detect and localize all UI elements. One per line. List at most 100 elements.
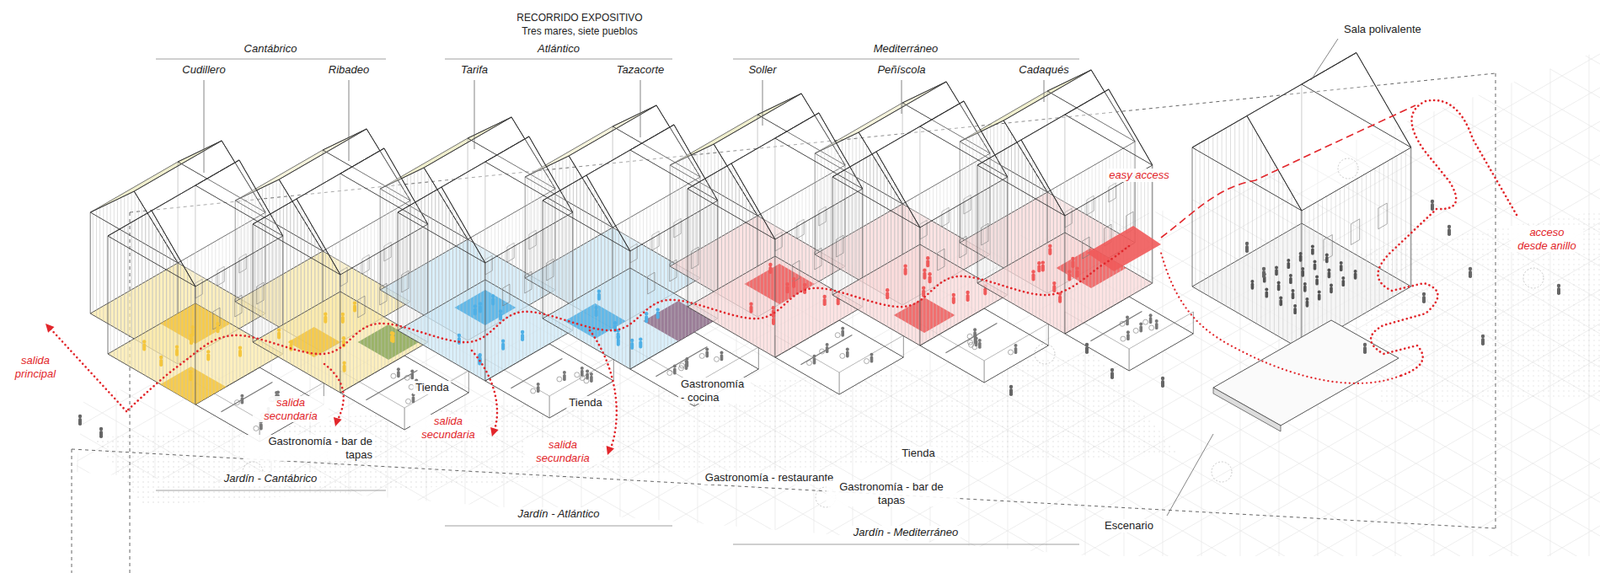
leader-line (348, 80, 350, 161)
wall-hatch (462, 224, 464, 369)
wall-hatch (239, 260, 241, 379)
grid-line (0, 0, 1600, 65)
wall-edge (194, 286, 196, 405)
wall-hatch (504, 251, 506, 370)
leader-line (640, 80, 642, 138)
grid-line (0, 16, 1600, 573)
person-body (277, 331, 281, 340)
wall-hatch (246, 256, 248, 375)
person-head (922, 268, 926, 273)
wall-hatch (717, 171, 719, 325)
wall-hatch (684, 219, 686, 338)
wall-hatch (256, 250, 258, 369)
leader-line (1311, 38, 1338, 81)
wall-hatch (353, 267, 354, 386)
grid-line (1162, 0, 1164, 573)
wall-hatch (144, 214, 146, 376)
person-body (1032, 273, 1036, 282)
exit-label: salida secundaria (524, 438, 601, 465)
wall-hatch (452, 206, 454, 362)
wall-hatch (543, 229, 545, 348)
person-head (498, 309, 503, 313)
person-head (1075, 266, 1079, 270)
window (524, 271, 532, 294)
person-body (1327, 271, 1332, 279)
wall-hatch (579, 178, 581, 341)
room-edge (984, 360, 985, 383)
wall-hatch (546, 226, 548, 345)
grid-line (0, 222, 1600, 573)
wall-hatch (667, 229, 669, 348)
wall-hatch (922, 225, 924, 344)
wall-hatch (317, 236, 319, 380)
dashed-outline (1495, 73, 1497, 529)
table-symbol (699, 353, 705, 359)
wall-hatch (211, 277, 213, 396)
wall-hatch (742, 182, 744, 338)
grid-line (0, 0, 1600, 439)
room-label: Gastronomía - restaurante (702, 470, 836, 485)
wall-hatch (628, 249, 630, 369)
wall-hatch (1357, 178, 1359, 318)
house (977, 89, 1153, 334)
town-name: Tarifa (458, 63, 491, 77)
wall-hatch (1017, 141, 1019, 307)
person-body (749, 305, 754, 314)
person-body (638, 341, 643, 349)
person-head (593, 305, 598, 310)
person-head (1289, 273, 1293, 278)
house (832, 101, 1008, 346)
wall-hatch (703, 179, 705, 317)
wall-hatch (1216, 133, 1218, 301)
wall-hatch (1067, 214, 1069, 332)
wall-hatch (1025, 147, 1027, 311)
window (937, 248, 945, 271)
table-symbol (864, 358, 870, 364)
wall-hatch (925, 224, 927, 343)
wall-hatch (590, 182, 592, 347)
room-edge (1048, 323, 1049, 346)
person-head (1110, 368, 1114, 372)
person-head (175, 345, 179, 349)
outdoor-figures (78, 158, 1561, 508)
wall-hatch (384, 248, 386, 367)
wall-hatch (497, 255, 499, 374)
wall-hatch (428, 194, 429, 348)
wall-hatch (851, 165, 853, 307)
person-body (1014, 347, 1018, 354)
person-head (1311, 245, 1315, 249)
person-body (1161, 379, 1165, 388)
person-body (216, 325, 220, 333)
wall-hatch (1326, 196, 1328, 336)
table-symbol (406, 398, 412, 404)
wall-hatch (918, 225, 920, 345)
town-name: Tazacorte (614, 63, 668, 77)
person-body (1274, 268, 1279, 276)
wall-hatch (674, 224, 675, 343)
wall-hatch (632, 249, 634, 368)
person-head (215, 321, 220, 326)
person-head (965, 290, 969, 295)
wall-hatch (148, 212, 150, 378)
person-body (922, 272, 926, 280)
wall-edge (774, 239, 776, 358)
wall-hatch (950, 209, 952, 328)
wall-edge (252, 224, 254, 343)
wall-hatch (939, 215, 941, 334)
wall-hatch (134, 219, 136, 370)
floor-accent (744, 263, 815, 305)
wall-hatch (727, 165, 729, 331)
wall-hatch (1091, 199, 1093, 318)
wall-hatch (1221, 130, 1223, 304)
person-head (585, 369, 589, 374)
wall-hatch (307, 218, 309, 374)
exit-label: salida secundaria (252, 395, 329, 423)
wall-hatch (349, 268, 351, 387)
sala-route (1161, 252, 1401, 384)
table-symbol (253, 425, 259, 431)
person-body (1037, 264, 1041, 273)
person-body (685, 360, 690, 368)
house (1192, 53, 1412, 351)
